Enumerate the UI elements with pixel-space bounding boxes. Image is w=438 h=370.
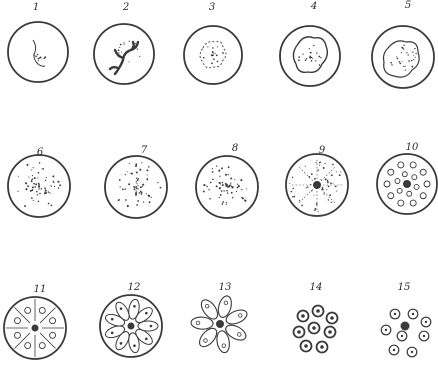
- figure-number-14: 14: [310, 283, 323, 293]
- figure-number-1: 1: [33, 3, 39, 13]
- cell-figure-13: [191, 294, 249, 353]
- figure-number-10: 10: [406, 143, 419, 153]
- figure-number-11: 11: [34, 285, 47, 295]
- figure-number-6: 6: [37, 148, 43, 158]
- cell-figure-9: [286, 154, 348, 216]
- cell-figure-11: [4, 297, 66, 359]
- figure-number-3: 3: [209, 3, 215, 13]
- figure-number-2: 2: [123, 3, 129, 13]
- cell-figure-4: [280, 26, 340, 86]
- cell-figure-1: [8, 22, 68, 82]
- cell-figure-6: [8, 155, 70, 217]
- figure-number-7: 7: [141, 146, 147, 156]
- cell-figure-2: [94, 24, 154, 84]
- figure-number-8: 8: [232, 144, 238, 154]
- cell-figure-12: [100, 295, 162, 357]
- figure-number-5: 5: [405, 1, 411, 11]
- figure-number-9: 9: [319, 146, 325, 156]
- cell-figure-7: [105, 156, 167, 218]
- cell-figure-15: [381, 309, 431, 357]
- cell-figure-14: [294, 306, 338, 353]
- figure-number-15: 15: [398, 283, 411, 293]
- figure-number-4: 4: [311, 2, 317, 12]
- cell-figure-3: [184, 26, 242, 84]
- figure-number-13: 13: [219, 283, 232, 293]
- cell-figure-5: [372, 26, 434, 88]
- figure-number-12: 12: [128, 283, 141, 293]
- cell-figure-10: [377, 154, 437, 214]
- cell-figure-8: [196, 156, 258, 218]
